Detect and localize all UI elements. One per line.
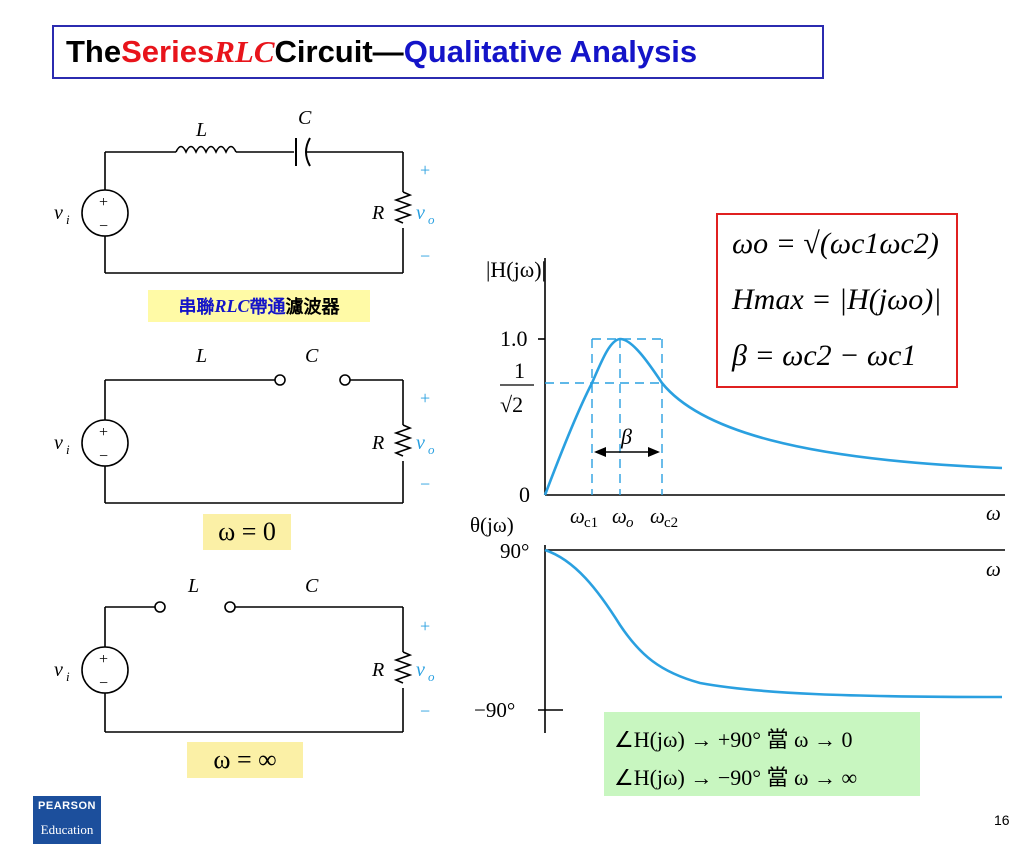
beta-label: β bbox=[620, 424, 632, 449]
output-minus: − bbox=[420, 474, 430, 494]
magnitude-axis-label: |H(jω)| bbox=[486, 257, 546, 282]
resistor-symbol bbox=[393, 191, 413, 224]
omega-o-label: ω bbox=[612, 504, 627, 528]
logo-line-2: Education bbox=[40, 822, 94, 837]
phase-curve bbox=[544, 548, 1003, 699]
source-plus: + bbox=[99, 194, 108, 211]
condition-omega-infinity: ω = ∞ bbox=[187, 742, 303, 778]
inductor-symbol bbox=[175, 145, 237, 154]
output-label: v bbox=[416, 432, 425, 454]
title-part-series: Series bbox=[121, 34, 215, 69]
resistor-symbol bbox=[393, 651, 413, 684]
output-plus: + bbox=[420, 160, 430, 180]
page-number: 16 bbox=[994, 812, 1010, 828]
omega-c1-sub: c1 bbox=[584, 515, 598, 531]
inductor-label: L bbox=[187, 575, 199, 597]
caption-part: 串聯 bbox=[178, 297, 215, 318]
capacitor-label: C bbox=[298, 107, 312, 129]
omega-c2-label: ω bbox=[650, 504, 665, 528]
omega-c2-sub: c2 bbox=[664, 515, 678, 531]
formula-bandwidth: β = ωc2 − ωc1 bbox=[732, 339, 917, 372]
tick-label-90: 90° bbox=[500, 539, 529, 563]
resistor-label: R bbox=[371, 659, 384, 681]
circuit-1 bbox=[81, 137, 413, 274]
voltage-source bbox=[81, 419, 129, 467]
omega-axis-label-2: ω bbox=[986, 557, 1001, 581]
inductor-label: L bbox=[195, 345, 207, 367]
beta-arrow-head-right bbox=[648, 447, 660, 457]
source-plus: + bbox=[99, 424, 108, 441]
source-label-sub: i bbox=[66, 669, 70, 684]
resistor-label: R bbox=[371, 432, 384, 454]
source-minus: − bbox=[99, 675, 108, 692]
formula-center-frequency: ωo = √(ωc1ωc2) bbox=[732, 227, 939, 260]
output-label: v bbox=[416, 202, 425, 224]
resistor-label: R bbox=[371, 202, 384, 224]
pearson-logo: PEARSON Education bbox=[33, 796, 101, 844]
omega-axis-label: ω bbox=[986, 501, 1001, 525]
output-label-sub: o bbox=[428, 212, 435, 227]
source-label-sub: i bbox=[66, 442, 70, 457]
phase-limit-high: ∠H(jω) → −90° 當 ω → ∞ bbox=[614, 765, 858, 790]
output-plus: + bbox=[420, 388, 430, 408]
title-part-analysis: Qualitative Analysis bbox=[403, 34, 698, 69]
capacitor-label: C bbox=[305, 575, 319, 597]
source-label-sub: i bbox=[66, 212, 70, 227]
output-minus: − bbox=[420, 701, 430, 721]
slide-title: The Series RLC Circuit—Qualitative Analy… bbox=[52, 25, 824, 79]
circuit-2 bbox=[81, 374, 413, 504]
source-label: v bbox=[54, 432, 63, 454]
title-part-rlc: RLC bbox=[214, 34, 275, 69]
source-label: v bbox=[54, 202, 63, 224]
tick-label-minus-90: −90° bbox=[474, 698, 515, 722]
open-terminal bbox=[339, 374, 351, 386]
tick-label-frac-den: √2 bbox=[500, 392, 523, 417]
source-minus: − bbox=[99, 448, 108, 465]
output-minus: − bbox=[420, 246, 430, 266]
voltage-source bbox=[81, 646, 129, 694]
caption-part: 濾波器 bbox=[285, 297, 340, 318]
output-label-sub: o bbox=[428, 442, 435, 457]
phase-limit-notes: ∠H(jω) → +90° 當 ω → 0 ∠H(jω) → −90° 當 ω … bbox=[604, 712, 920, 796]
phase-axis-label: θ(jω) bbox=[470, 513, 514, 537]
formula-hmax: Hmax = |H(jωo)| bbox=[732, 283, 942, 316]
output-plus: + bbox=[420, 616, 430, 636]
title-part-circuit: Circuit— bbox=[274, 34, 404, 69]
formula-box: ωo = √(ωc1ωc2) Hmax = |H(jωo)| β = ωc2 −… bbox=[716, 213, 958, 388]
circuit-3 bbox=[81, 601, 413, 733]
open-terminal bbox=[154, 601, 166, 613]
output-label: v bbox=[416, 659, 425, 681]
condition-omega-zero: ω = 0 bbox=[203, 514, 291, 550]
resistor-symbol bbox=[393, 424, 413, 457]
open-terminal bbox=[224, 601, 236, 613]
cutoff-guides bbox=[545, 338, 663, 495]
open-terminal bbox=[274, 374, 286, 386]
inductor-label: L bbox=[195, 119, 207, 141]
title-part-the: The bbox=[66, 34, 122, 69]
tick-label-0: 0 bbox=[519, 482, 530, 507]
beta-arrow-head-left bbox=[594, 447, 606, 457]
source-minus: − bbox=[99, 218, 108, 235]
omega-o-sub: o bbox=[626, 515, 634, 531]
capacitor-label: C bbox=[305, 345, 319, 367]
voltage-source bbox=[81, 189, 129, 237]
phase-limit-low: ∠H(jω) → +90° 當 ω → 0 bbox=[614, 727, 853, 752]
source-label: v bbox=[54, 659, 63, 681]
caption-part: 帶通 bbox=[249, 297, 286, 318]
tick-label-frac-num: 1 bbox=[514, 358, 525, 383]
output-label-sub: o bbox=[428, 669, 435, 684]
caption-part: RLC bbox=[214, 295, 250, 316]
tick-label-1-0: 1.0 bbox=[500, 326, 528, 351]
circuit-diagrams: L C R v i v o + − + − L C R v i v o + − … bbox=[54, 107, 435, 733]
logo-line-1: PEARSON bbox=[38, 800, 96, 812]
omega-c1-label: ω bbox=[570, 504, 585, 528]
source-plus: + bbox=[99, 651, 108, 668]
